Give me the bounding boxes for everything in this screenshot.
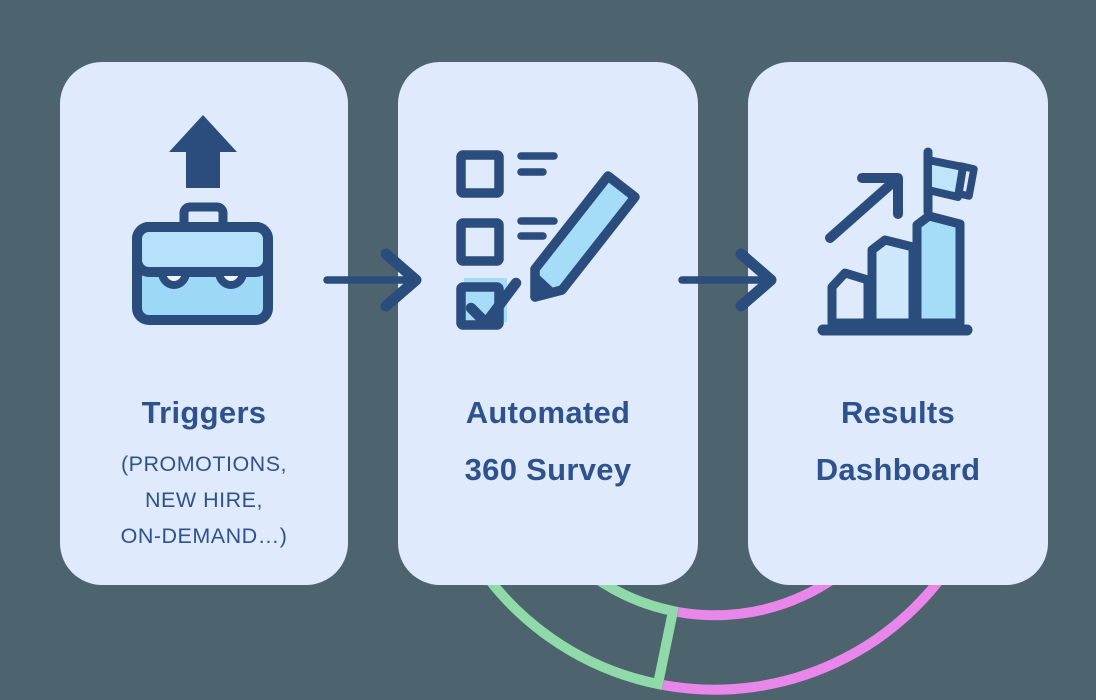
card-results-dashboard: Results Dashboard (748, 62, 1048, 585)
card-subtitle: (PROMOTIONS, NEW HIRE, ON-DEMAND…) (120, 452, 288, 548)
card-triggers: Triggers (PROMOTIONS, NEW HIRE, ON-DEMAN… (60, 62, 348, 585)
card-automated-survey: Automated 360 Survey (398, 62, 698, 585)
checklist-pencil-icon (448, 140, 648, 345)
briefcase-upload-icon (124, 108, 284, 343)
card-title: Automated 360 Survey (464, 395, 632, 487)
card-title: Triggers (141, 395, 267, 430)
bar-chart-flag-icon (813, 140, 983, 345)
card-title: Results Dashboard (815, 395, 981, 487)
